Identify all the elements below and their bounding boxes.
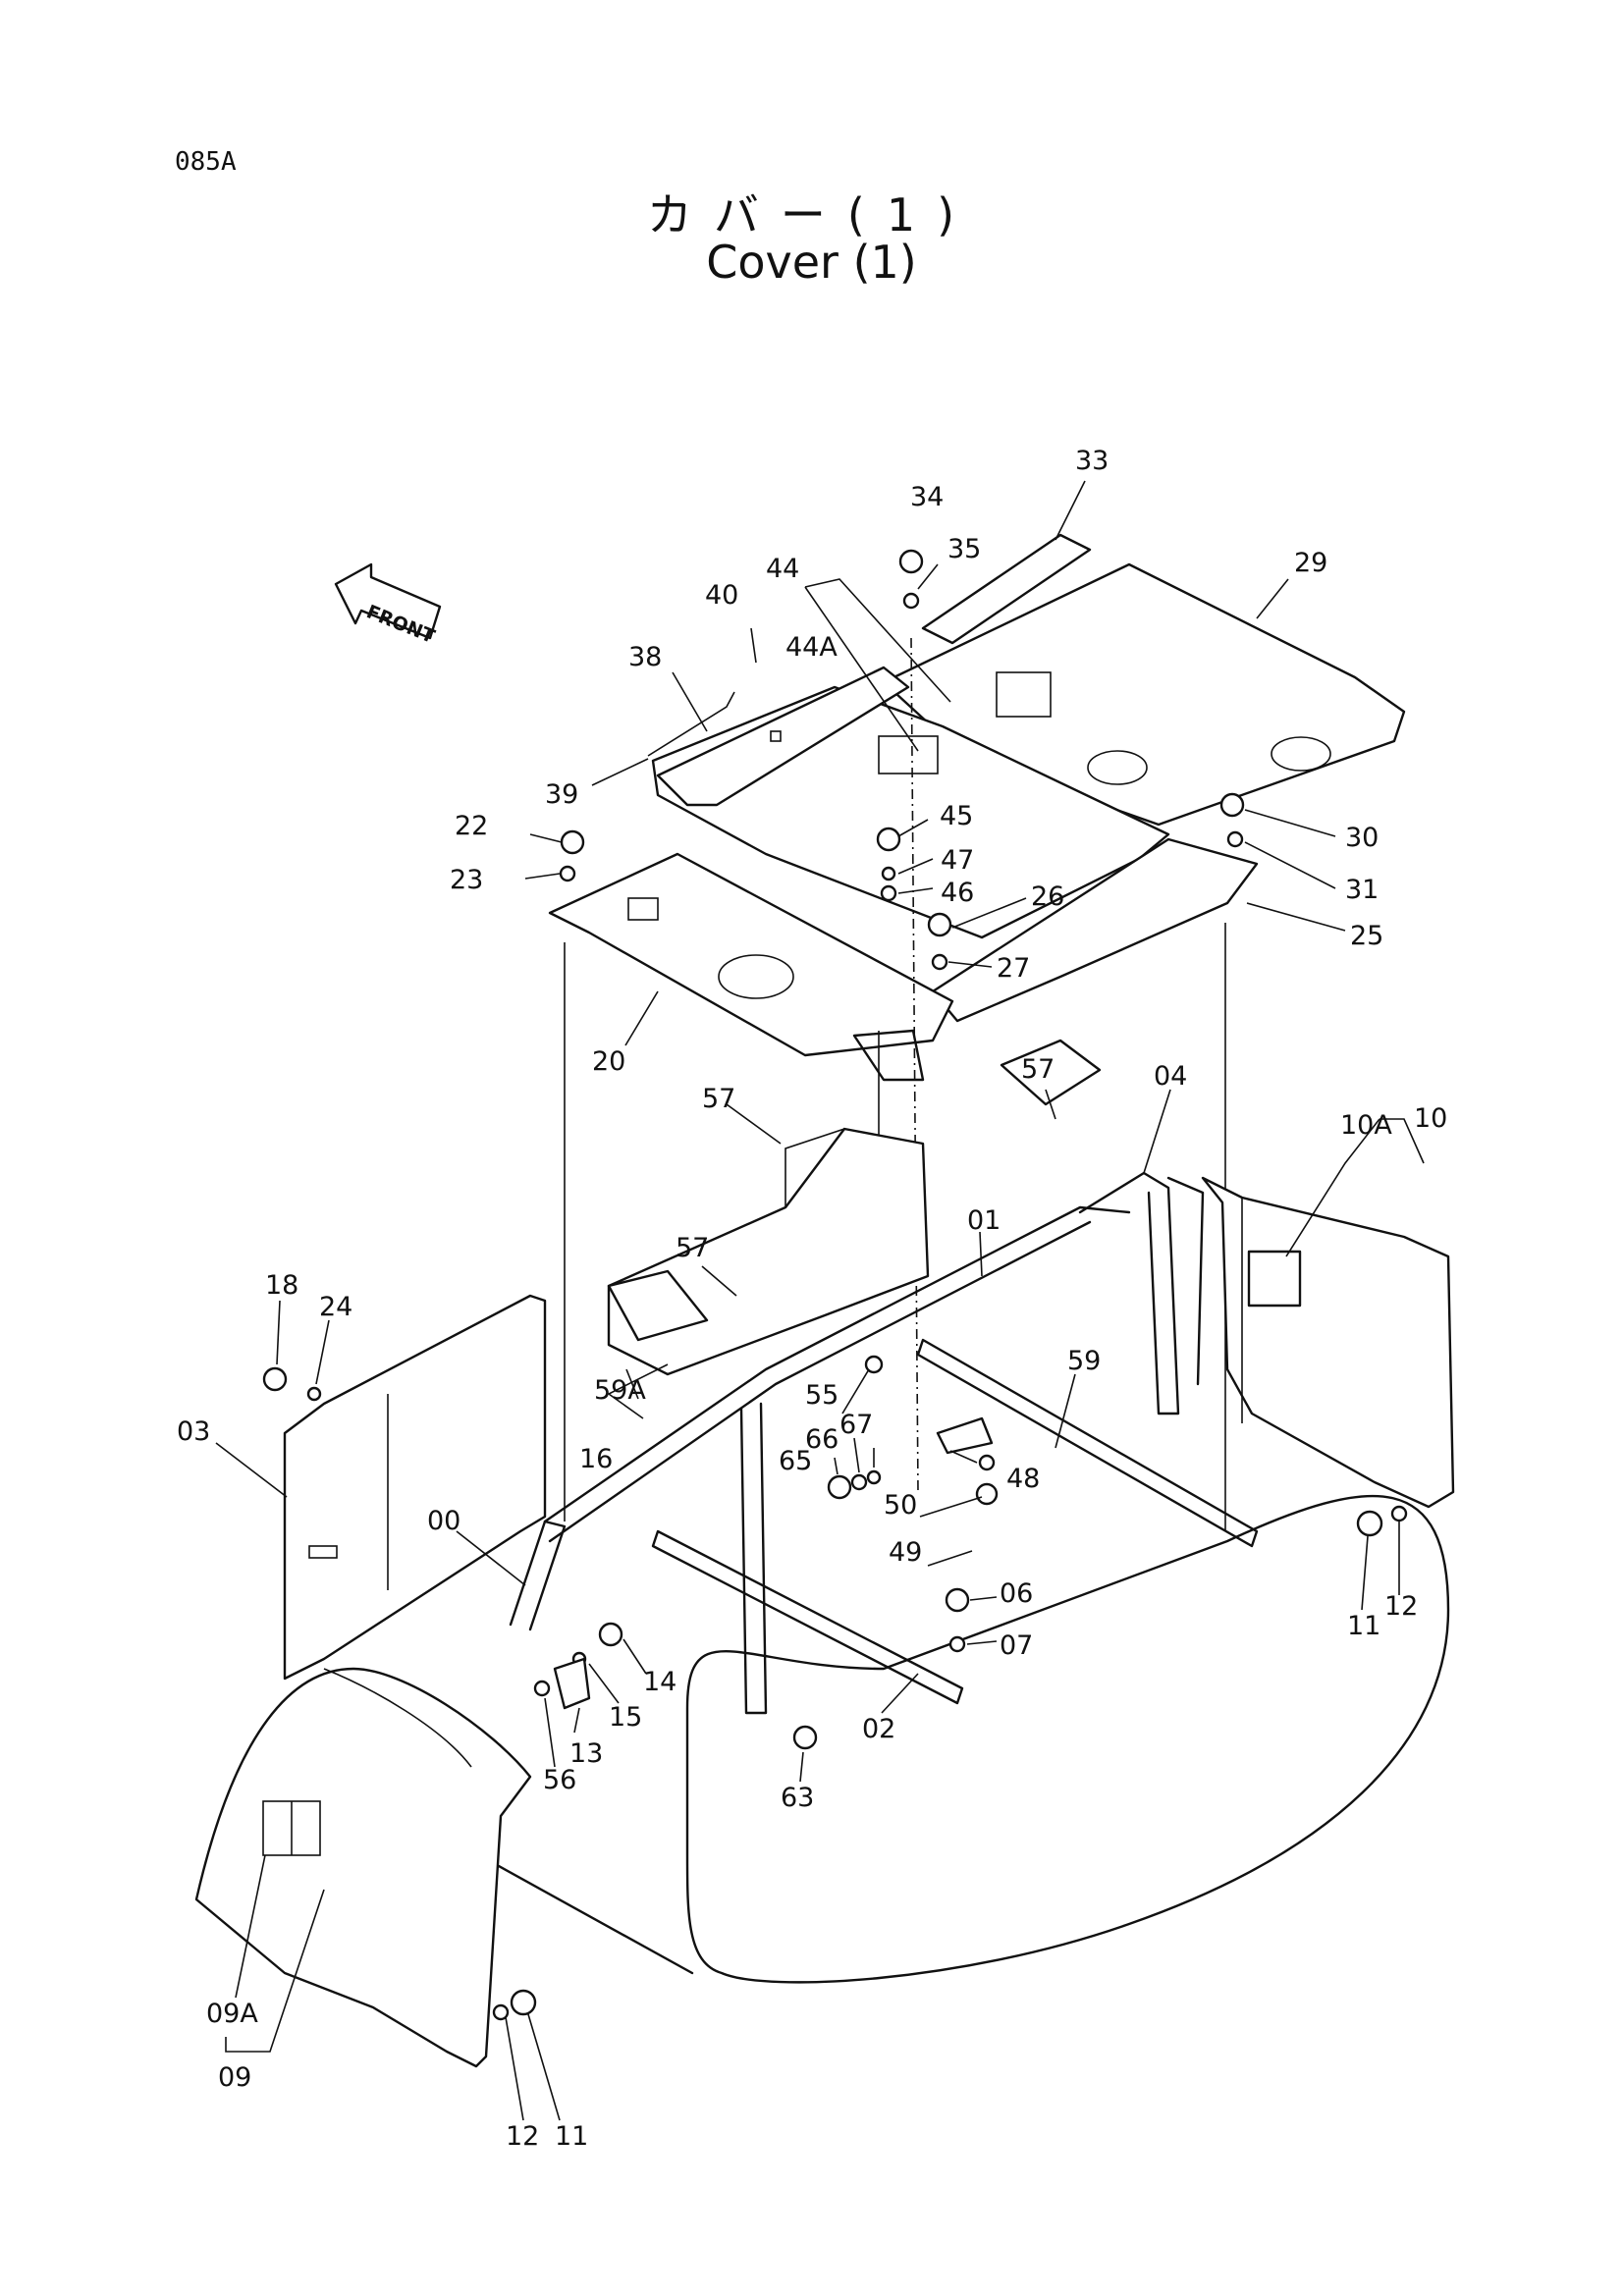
callout-33: 33 [1075, 446, 1109, 476]
callout-12b: 12 [506, 2121, 539, 2152]
callout-10a: 10A [1340, 1110, 1392, 1141]
page-title-english: Cover (1) [706, 236, 917, 289]
callout-26: 26 [1031, 881, 1064, 912]
callout-25: 25 [1350, 921, 1383, 951]
callout-07: 07 [1000, 1630, 1033, 1661]
callout-38: 38 [628, 642, 662, 672]
callout-15: 15 [609, 1702, 642, 1733]
callout-50: 50 [884, 1490, 917, 1521]
callout-48: 48 [1006, 1464, 1040, 1494]
rear-strip [921, 533, 1092, 645]
callout-57c: 57 [676, 1233, 709, 1263]
callout-57b: 57 [1021, 1054, 1055, 1085]
front-operator-panel [548, 852, 954, 1082]
callout-20: 20 [592, 1046, 625, 1077]
left-side-panel [283, 1294, 547, 1681]
leader-lines [215, 480, 1425, 2121]
callout-18: 18 [265, 1270, 298, 1301]
callout-23: 23 [450, 865, 483, 895]
callout-49: 49 [889, 1537, 922, 1568]
right-front-panel [931, 837, 1259, 1023]
right-door-cover [1201, 1176, 1455, 1509]
callout-65: 65 [779, 1446, 812, 1476]
callout-44: 44 [766, 554, 799, 584]
callout-11b: 11 [555, 2121, 588, 2152]
callout-34: 34 [910, 482, 944, 512]
callout-10: 10 [1414, 1103, 1447, 1134]
front-arrow: FRONT [334, 562, 442, 648]
callout-57a: 57 [702, 1084, 735, 1114]
page-id: 085A [175, 147, 237, 177]
callout-59a: 59A [594, 1375, 646, 1406]
callout-09a: 09A [206, 1999, 258, 2029]
callout-27: 27 [997, 953, 1030, 984]
callout-59: 16 [579, 1444, 613, 1474]
console [607, 1039, 1102, 1376]
front-arrow-label: FRONT [363, 601, 438, 648]
callout-12a: 12 [1384, 1591, 1418, 1622]
callout-14: 14 [643, 1667, 676, 1697]
callout-47: 47 [941, 845, 974, 876]
callout-11a: 11 [1347, 1611, 1380, 1641]
callout-45: 45 [940, 801, 973, 831]
callout-39: 39 [545, 779, 578, 810]
fasteners [262, 549, 1408, 2021]
callout-44a: 44A [785, 632, 838, 663]
callout-16: 03 [177, 1416, 210, 1447]
callouts: 33 34 35 29 44 40 44A 38 39 22 45 30 23 … [177, 446, 1447, 2152]
callout-09: 09 [218, 2062, 251, 2093]
callout-67: 67 [839, 1410, 873, 1440]
callout-46: 46 [941, 878, 974, 908]
page-title-japanese: カバー(1) [646, 188, 977, 241]
callout-24: 24 [319, 1292, 352, 1322]
callout-00: 00 [427, 1506, 460, 1536]
base-frame-outline [460, 1494, 1450, 1984]
callout-40: 40 [705, 580, 738, 611]
callout-22: 22 [455, 811, 488, 841]
callout-04: 04 [1154, 1061, 1187, 1092]
callout-02: 02 [862, 1714, 895, 1744]
callout-31: 31 [1345, 875, 1379, 905]
callout-30: 30 [1345, 823, 1379, 853]
callout-55: 55 [805, 1380, 839, 1411]
callout-56: 56 [543, 1765, 576, 1795]
callout-06: 06 [1000, 1578, 1033, 1609]
callout-13: 13 [569, 1738, 603, 1769]
callout-35: 35 [947, 534, 981, 564]
callout-03: 59 [1067, 1346, 1101, 1376]
front-left-door [194, 1667, 532, 2068]
callout-66: 66 [805, 1424, 839, 1455]
main-frame [509, 1171, 1259, 1715]
callout-63: 63 [781, 1783, 814, 1813]
callout-29: 29 [1294, 548, 1327, 578]
callout-01: 01 [967, 1205, 1001, 1236]
left-bracket-strip [647, 666, 910, 807]
